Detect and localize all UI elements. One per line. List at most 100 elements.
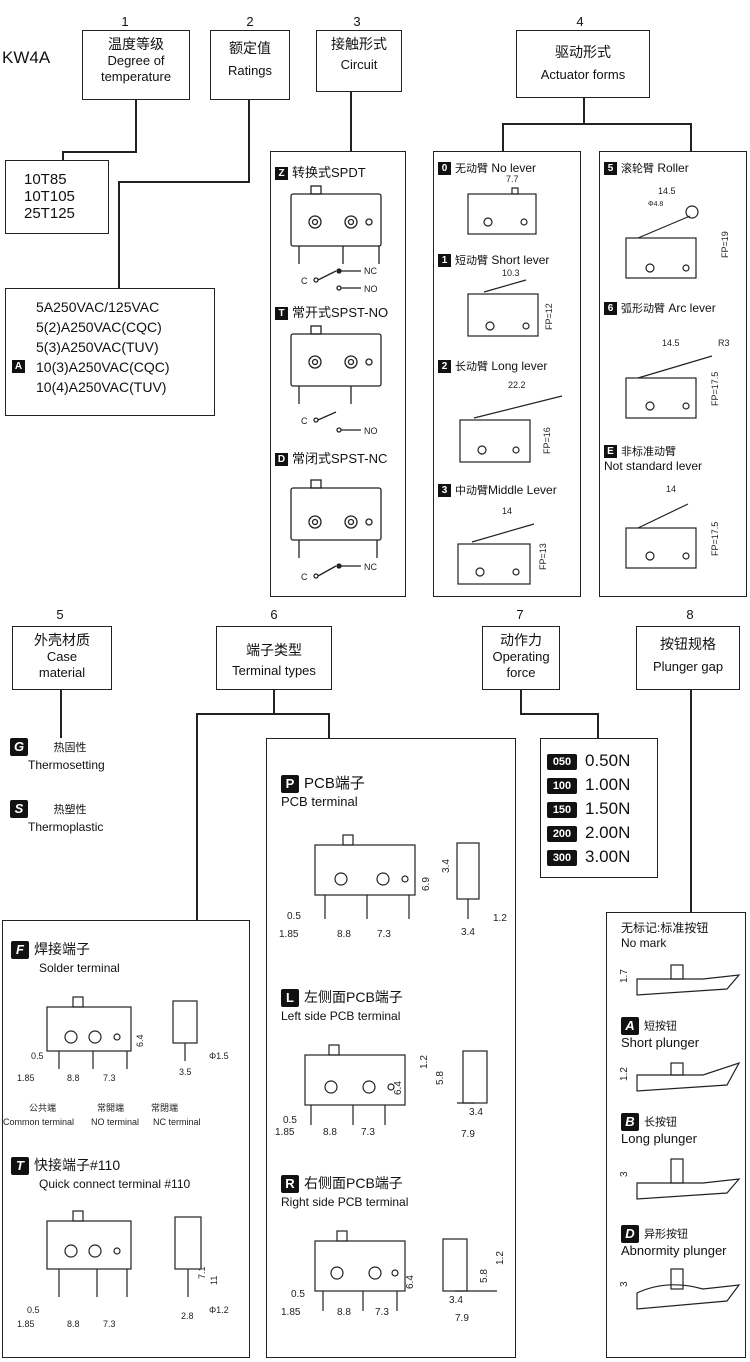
f-no-en: NO terminal [91, 1117, 139, 1127]
r-dim-5: 1.2 [495, 1251, 506, 1265]
f-dim-1: 1.85 [17, 1073, 35, 1083]
circuit-3-nc: NC [364, 562, 377, 572]
p-dim-3: 7.3 [377, 929, 391, 940]
f-dim-6: 3.5 [179, 1067, 192, 1077]
circuit-2-c: C [301, 416, 308, 426]
case-option-g: G 热固性 Thermosetting [10, 738, 105, 774]
temperature-list: 10T85 10T105 25T125 [5, 160, 109, 234]
actuator-e-dim: 14 [666, 484, 676, 494]
f-nc-cn: 常閉端 [151, 1102, 178, 1113]
t-dim-3: 7.3 [103, 1319, 116, 1329]
actuator-e-fp: FP=17.5 [710, 522, 720, 556]
actuator-right-diagrams: 14.5 Φ4.8 FP=19 14.5 R3 FP=17.5 14 FP=17… [625, 186, 730, 569]
p-dim-4: 6.9 [421, 877, 432, 891]
plunger-dim-standard: 1.7 [619, 969, 630, 983]
section-number-5: 5 [56, 607, 64, 622]
actuator-5-dia: Φ4.8 [648, 201, 663, 208]
r-dim-0: 0.5 [291, 1289, 305, 1300]
force-code-badge: 050 [547, 753, 577, 770]
l-dim-2: 8.8 [323, 1127, 337, 1138]
f-common-cn: 公共端 [29, 1102, 56, 1113]
actuator-1-dim: 10.3 [502, 268, 520, 278]
p-dim-7: 3.4 [461, 927, 475, 938]
f-dim-0: 0.5 [31, 1051, 44, 1061]
p-dim-5: 3.4 [441, 859, 452, 873]
section-number-4: 4 [576, 14, 584, 29]
t-dim-2: 8.8 [67, 1319, 80, 1329]
t-dim-1: 1.85 [17, 1319, 35, 1329]
r-dim-2: 8.8 [337, 1307, 351, 1318]
f-nc-en: NC terminal [153, 1117, 201, 1127]
section-number-8: 8 [686, 607, 694, 622]
f-dim-3: 7.3 [103, 1073, 116, 1083]
actuator-1-fp: FP=12 [544, 303, 554, 330]
r-dim-4: 6.4 [405, 1275, 416, 1289]
l-dim-0: 0.5 [283, 1115, 297, 1126]
force-code-badge: 150 [547, 801, 577, 818]
rating-item: 5(2)A250VAC(CQC) [36, 319, 162, 335]
case-tag-icon: G [10, 738, 28, 756]
actuator-3-dim: 14 [502, 506, 512, 516]
actuator-6-dim: 14.5 [662, 338, 680, 348]
r-dim-1: 1.85 [281, 1307, 301, 1318]
force-code-badge: 100 [547, 777, 577, 794]
rating-tag-icon: A [12, 360, 25, 373]
f-dim-2: 8.8 [67, 1073, 80, 1083]
section-number-1: 1 [121, 14, 129, 29]
actuator-6-r: R3 [718, 338, 730, 348]
r-dim-6: 5.8 [479, 1269, 490, 1283]
actuator-0-dim: 7.7 [506, 174, 519, 184]
plunger-dim-d: 3 [619, 1281, 630, 1287]
f-dim-4: 6.4 [135, 1034, 145, 1047]
r-dim-3: 7.3 [375, 1307, 389, 1318]
f-no-cn: 常開端 [97, 1102, 124, 1113]
rating-item: 10(4)A250VAC(TUV) [36, 379, 167, 395]
section-number-2: 2 [246, 14, 254, 29]
temperature-item: 10T105 [24, 188, 75, 205]
plunger-diagrams: 1.7 1.2 3 3 [619, 964, 741, 1310]
case-tag-icon: S [10, 800, 28, 818]
rating-item: 5A250VAC/125VAC [36, 299, 160, 315]
actuator-6-fp: FP=17.5 [710, 372, 720, 406]
t-dim-0: 0.5 [27, 1305, 40, 1315]
t-dim-4: 7.1 [197, 1266, 207, 1279]
l-dim-4: 6.4 [393, 1081, 404, 1095]
actuator-5-fp: FP=19 [720, 231, 730, 258]
plunger-dim-a: 1.2 [619, 1067, 630, 1081]
l-dim-7: 3.4 [469, 1107, 483, 1118]
terminal-left-diagrams: 0.5 1.85 8.8 7.3 6.4 Φ1.5 3.5 公共端 常開端 常閉… [3, 996, 229, 1329]
p-dim-0: 0.5 [287, 911, 301, 922]
force-code-badge: 200 [547, 825, 577, 842]
l-dim-8: 7.9 [461, 1129, 475, 1140]
actuator-left-diagrams: 7.7 10.3 22.2 14 FP=12 FP=16 FP=13 [457, 174, 563, 585]
actuator-2-dim: 22.2 [508, 380, 526, 390]
